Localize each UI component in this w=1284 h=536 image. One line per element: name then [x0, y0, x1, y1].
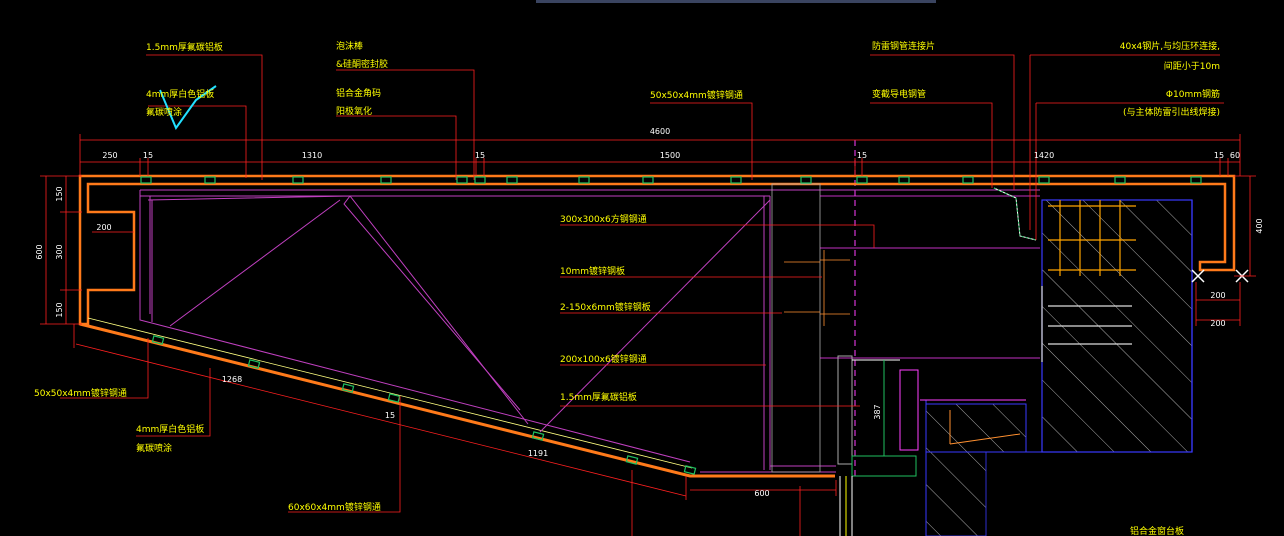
clip-marker: [625, 455, 639, 465]
clip-marker: [683, 465, 697, 475]
dim-left-150b: 150: [55, 302, 64, 317]
toolbar-strip-bar: [536, 0, 936, 3]
label-white-panel-left: 4mm厚白色铝板: [146, 88, 214, 100]
outer-cladding: [78, 174, 1236, 326]
dim-15a: 15: [143, 151, 153, 160]
dim-right-400: 400: [1255, 218, 1264, 233]
dim-total: 4600: [650, 127, 670, 136]
dim-1420: 1420: [1034, 151, 1054, 160]
label-bottom-tube: 60x60x4mm镀锌钢通: [288, 501, 381, 513]
label-lightning-tube: 变截导电钢管: [872, 88, 926, 100]
label-flat-steel: 40x4钢片,与均压环连接,: [1120, 40, 1220, 52]
leader-lines: [60, 54, 1224, 536]
slope-dimension-lines: [73, 324, 837, 500]
label-alu-angle: 铝合金角码: [336, 87, 381, 99]
dim-250: 250: [102, 151, 117, 160]
clip-marker: [387, 393, 401, 403]
dim-col-387: 387: [873, 404, 882, 419]
clip-marker: [456, 176, 468, 184]
left-dimension-lines: [40, 175, 134, 325]
label-alu-angle-2: 阳极氧化: [336, 105, 372, 117]
dim-slope-15: 15: [385, 411, 395, 420]
top-dimension-lines: [79, 134, 1241, 176]
check-mark-icon: [159, 85, 217, 131]
dim-60: 60: [1230, 151, 1240, 160]
dim-slope-1268: 1268: [222, 375, 242, 384]
label-white-panel-left-2: 氟碳喷涂: [146, 106, 182, 118]
label-foam-rod-2: &硅酮密封胶: [336, 58, 388, 70]
label-steel-plate: 10mm镀锌钢板: [560, 265, 625, 277]
label-flat-steel-2: 间距小于10m: [1164, 60, 1220, 72]
clip-marker: [151, 335, 165, 345]
label-steel-tube-top: 50x50x4mm镀锌钢通: [650, 89, 743, 101]
clip-marker: [531, 431, 545, 441]
clip-marker: [247, 359, 261, 369]
window-frame: [837, 355, 1026, 536]
clip-marker: [474, 176, 486, 184]
clip-marker: [642, 176, 654, 184]
clip-markers: [140, 176, 1202, 475]
dim-left-150a: 150: [55, 186, 64, 201]
label-bottom-panel: 1.5mm厚氟碳铝板: [560, 391, 637, 403]
clip-marker: [292, 176, 304, 184]
label-white-panel-bottom-2: 氟碳喷涂: [136, 442, 172, 454]
dim-15c: 15: [857, 151, 867, 160]
dim-15b: 15: [475, 151, 485, 160]
clip-marker: [962, 176, 974, 184]
embedded-bracket: [1041, 200, 1136, 362]
annotations: 1.5mm厚氟碳铝板 泡沫棒 &硅酮密封胶 4mm厚白色铝板 氟碳喷涂 铝合金角…: [34, 40, 1220, 536]
dim-right-small: 200: [1210, 319, 1225, 328]
dim-slope-1191: 1191: [528, 449, 548, 458]
label-white-panel-bottom: 4mm厚白色铝板: [136, 423, 204, 435]
label-top-panel: 1.5mm厚氟碳铝板: [146, 41, 223, 53]
label-main-tube: 300x300x6方钢钢通: [560, 213, 647, 225]
clip-marker: [730, 176, 742, 184]
label-rebar-2: (与主体防雷引出线焊接): [1123, 106, 1220, 118]
clip-marker: [341, 383, 355, 393]
dimension-texts: 4600 250 15 1310 15 1500 15 1420 15 60 6…: [35, 127, 1264, 498]
dim-left-300: 300: [55, 244, 64, 259]
clip-marker: [898, 176, 910, 184]
clip-marker: [1114, 176, 1126, 184]
clip-marker: [506, 176, 518, 184]
clip-marker: [856, 176, 868, 184]
clip-marker: [380, 176, 392, 184]
slope-inner-line: [87, 317, 693, 469]
dim-1500: 1500: [660, 151, 680, 160]
dim-bottom-600: 600: [754, 489, 769, 498]
label-side-plate: 2-150x6mm镀锌钢板: [560, 301, 651, 313]
label-rect-tube: 200x100x6镀锌钢通: [560, 353, 647, 365]
dim-15d: 15: [1214, 151, 1224, 160]
label-window-note: 铝合金窗台板: [1130, 525, 1184, 536]
dim-inner-200: 200: [96, 223, 111, 232]
clip-marker: [1190, 176, 1202, 184]
lightning-wire-overlay: [993, 187, 1037, 241]
steel-truss: [139, 189, 1040, 473]
dim-right-200: 200: [1210, 291, 1225, 300]
right-dimension-lines: [1195, 175, 1256, 326]
bottom-slope-cladding: [79, 322, 835, 478]
dim-1310: 1310: [302, 151, 322, 160]
clip-marker: [204, 176, 216, 184]
clip-marker: [800, 176, 812, 184]
clip-marker: [140, 176, 152, 184]
label-left-tube: 50x50x4mm镀锌钢通: [34, 387, 127, 399]
label-foam-rod: 泡沫棒: [336, 40, 363, 52]
square-column: [771, 183, 1040, 473]
clip-marker: [1038, 176, 1050, 184]
clip-marker: [578, 176, 590, 184]
label-lightning-plate: 防雷钢管连接片: [872, 40, 935, 52]
label-rebar: Φ10mm钢筋: [1166, 88, 1220, 100]
concrete-structure: [925, 199, 1193, 536]
dim-left-600: 600: [35, 244, 44, 259]
